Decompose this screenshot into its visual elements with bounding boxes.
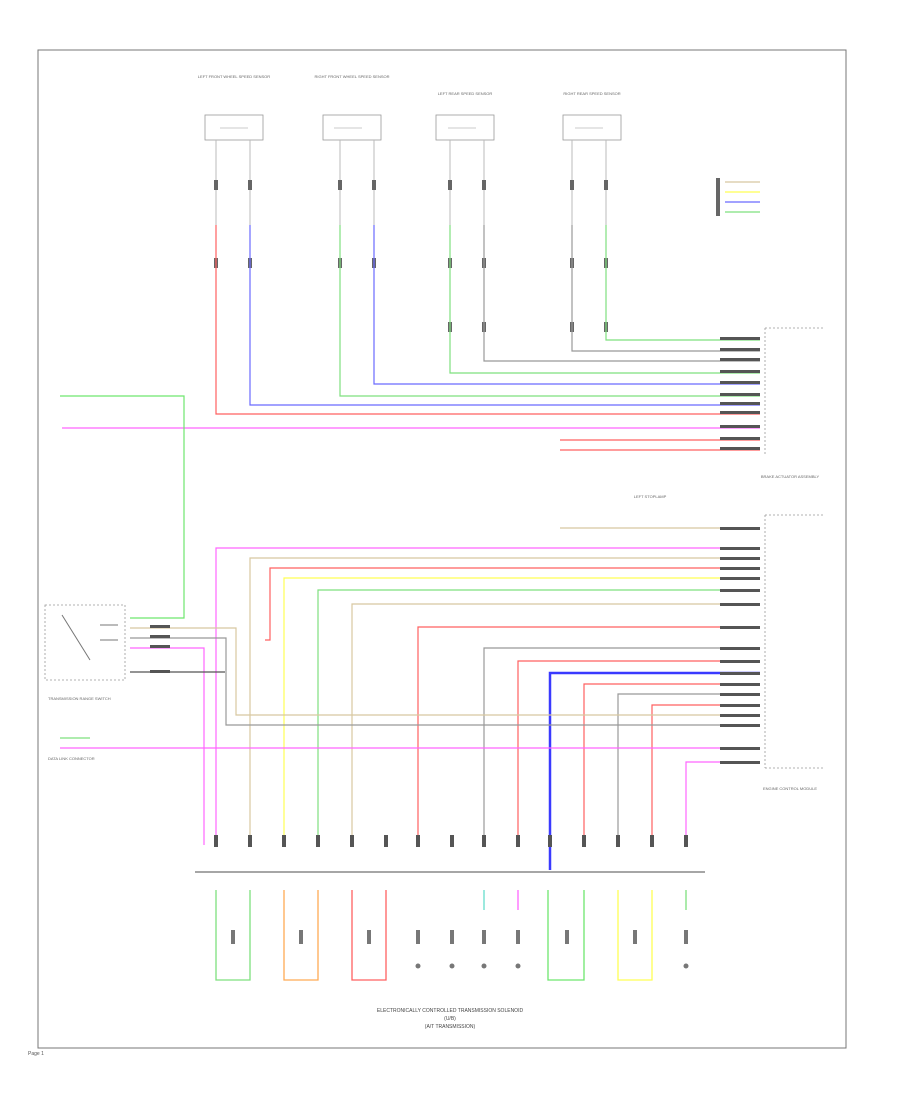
wire-ecm-pink — [215, 547, 760, 845]
wire-ecm-tan2 — [351, 603, 760, 845]
wire-ecm-pink2 — [685, 761, 760, 845]
gear-switch-label: TRANSMISSION RANGE SWITCH — [48, 696, 111, 701]
ecm-outline — [764, 514, 825, 769]
wire-gear-tan — [130, 627, 760, 716]
wire-green-bus — [60, 395, 185, 619]
solenoid-loop-orange — [283, 890, 319, 981]
ecm-label: ENGINE CONTROL MODULE — [763, 786, 817, 791]
sensor-label-lf: LEFT FRONT WHEEL SPEED SENSOR — [198, 74, 270, 79]
wire-ecm-green — [317, 589, 760, 845]
wire-gear-pink — [130, 647, 205, 845]
solenoid-connector-pins — [214, 835, 688, 847]
solenoid-loop-red — [351, 890, 387, 981]
diagram-border — [37, 49, 847, 1049]
sensor-box-lr — [435, 114, 495, 141]
wire-ecm-tan — [249, 557, 760, 845]
sensor-box-lf — [204, 114, 264, 141]
ecm-pins — [720, 527, 760, 764]
data-link-label: DATA LINK CONNECTOR — [48, 756, 95, 761]
wire-rf-green — [339, 225, 760, 397]
title-line-2: (U/B) — [444, 1016, 456, 1022]
solenoid-loop-yellow — [617, 890, 653, 981]
sensor-box-rf — [322, 114, 382, 141]
gear-switch — [44, 604, 170, 681]
wire-lr-green — [449, 225, 760, 374]
solenoid-loop-green — [215, 890, 251, 981]
brake-actuator-label: BRAKE ACTUATOR ASSEMBLY — [761, 474, 820, 479]
solenoid-coils — [231, 930, 689, 969]
drop-connectors — [214, 180, 608, 332]
sensor-box-rr — [562, 114, 622, 141]
title-line-3: (A/T TRANSMISSION) — [425, 1024, 476, 1030]
wire-ecm-red2 — [417, 626, 760, 845]
sensor-group — [204, 114, 622, 141]
wire-lr-gray — [483, 225, 760, 362]
wire-ecm-red4 — [583, 683, 760, 845]
title-line-1: ELECTRONICALLY CONTROLLED TRANSMISSION S… — [377, 1008, 524, 1014]
sensor-labels: LEFT FRONT WHEEL SPEED SENSOR RIGHT FRON… — [198, 74, 621, 96]
brake-actuator-outline — [764, 327, 825, 455]
wire-ecm-blue — [548, 671, 760, 870]
wire-lf-blue — [249, 225, 760, 406]
stoplamp-label: LEFT STOPLAMP — [634, 494, 667, 499]
ecm-harness — [60, 547, 760, 870]
wire-rr-gray — [571, 225, 760, 352]
wire-lf-red — [215, 225, 760, 415]
solenoid-loops — [215, 890, 687, 981]
sensor-label-lr: LEFT REAR SPEED SENSOR — [438, 91, 493, 96]
wire-ecm-red3 — [517, 660, 760, 845]
sensor-harness — [60, 225, 760, 619]
sensor-drop-wires — [215, 140, 607, 225]
wire-ecm-red — [265, 567, 760, 641]
solenoid-loop-lime — [547, 890, 585, 981]
wire-ecm-yellow — [283, 577, 760, 845]
diagram-title: ELECTRONICALLY CONTROLLED TRANSMISSION S… — [377, 1008, 524, 1030]
sensor-label-rf: RIGHT FRONT WHEEL SPEED SENSOR — [314, 74, 389, 79]
legend-block — [716, 178, 760, 216]
page-number: Page 1 — [28, 1051, 44, 1057]
wire-gear-gray — [130, 637, 760, 726]
wire-rf-blue — [373, 225, 760, 385]
wire-ecm-gray — [483, 647, 760, 845]
wire-ecm-gray2 — [617, 693, 760, 845]
wire-rr-green — [605, 225, 760, 341]
sensor-label-rr: RIGHT REAR SPEED SENSOR — [563, 91, 620, 96]
brake-actuator-pins — [720, 337, 760, 450]
